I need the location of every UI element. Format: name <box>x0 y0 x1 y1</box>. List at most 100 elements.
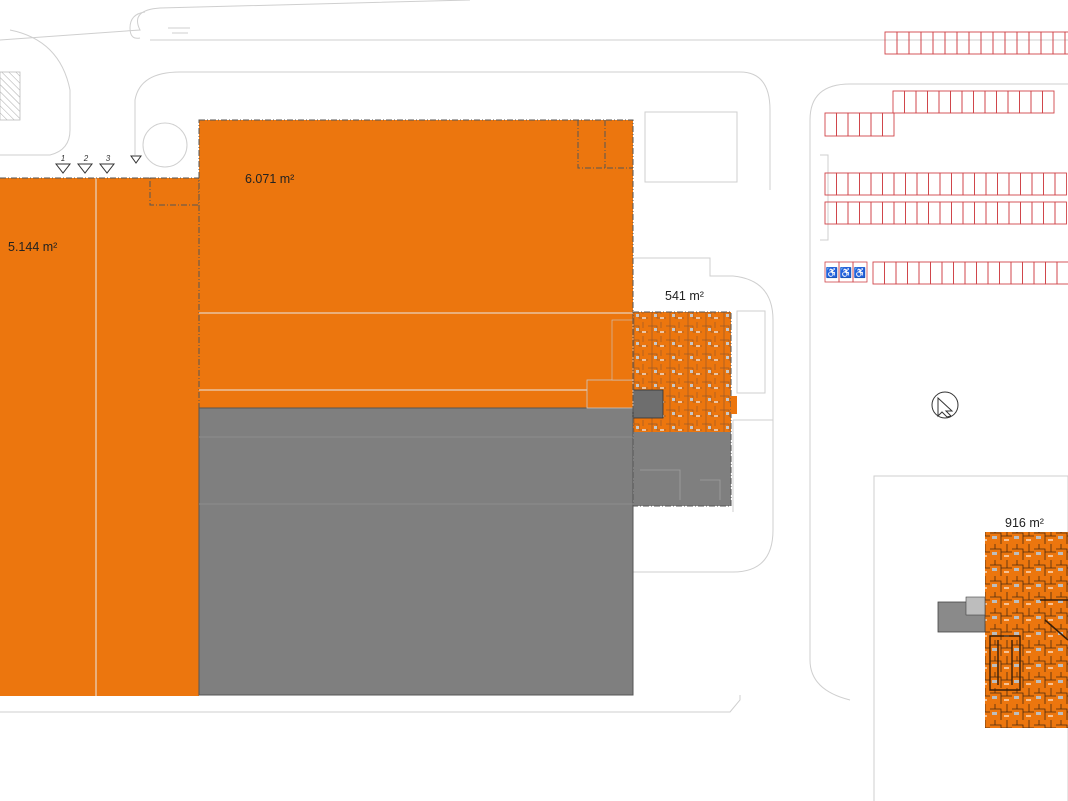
parking-stall <box>1054 172 1067 196</box>
parking-stall <box>918 261 931 285</box>
parking-stall <box>976 261 989 285</box>
parking-stall <box>961 90 974 114</box>
area-label-hall-north: 6.071 m² <box>245 172 294 186</box>
parking-stall <box>956 31 970 55</box>
parking-stall <box>1008 201 1021 225</box>
dock-number: 3 <box>106 154 111 163</box>
hall-south <box>198 407 634 696</box>
parking-stall <box>1064 31 1068 55</box>
parking-stall <box>928 172 941 196</box>
parking-stall <box>1004 31 1018 55</box>
hall-west <box>0 177 200 696</box>
parking-stall <box>1045 261 1058 285</box>
parking-stall <box>859 112 872 137</box>
parking-stall <box>836 201 849 225</box>
parking-stall <box>1031 201 1044 225</box>
parking-stall <box>999 261 1012 285</box>
loading-docks: 1 2 3 <box>54 154 142 174</box>
parking-stall <box>872 261 885 285</box>
dock-1-icon <box>54 163 72 174</box>
parking-stall <box>884 261 897 285</box>
parking-stall <box>974 172 987 196</box>
parking-stall <box>882 201 895 225</box>
parking-stall <box>870 201 883 225</box>
parking-stall <box>847 201 860 225</box>
parking-stall <box>950 90 963 114</box>
parking-stall <box>1052 31 1066 55</box>
parking-stall <box>904 90 917 114</box>
dock-2-icon <box>76 163 94 174</box>
wheelchair-icon: ♿ <box>840 266 852 279</box>
hall-north <box>198 119 634 409</box>
parking-stall <box>1040 31 1054 55</box>
dock-3-icon <box>98 163 116 174</box>
parking-stall <box>859 201 872 225</box>
parking-stall <box>824 172 837 196</box>
parking-stall <box>987 261 1000 285</box>
parking-stall <box>882 112 895 137</box>
office-annex <box>586 311 737 507</box>
wheelchair-icon: ♿ <box>854 266 866 279</box>
parking-stall <box>938 90 951 114</box>
office-building <box>937 532 1068 728</box>
parking-stall <box>1030 90 1043 114</box>
parking-stall <box>984 90 997 114</box>
parking-stall <box>962 201 975 225</box>
parking-stall <box>1042 90 1055 114</box>
parking-stall <box>944 31 958 55</box>
dock-unnumbered-icon <box>130 155 142 164</box>
area-label-office-annex: 541 m² <box>665 289 704 303</box>
parking-stall <box>992 31 1006 55</box>
accessible-parking: ♿ ♿ ♿ <box>824 261 868 283</box>
dock-number: 1 <box>61 154 65 163</box>
parking-stall <box>939 201 952 225</box>
parking-stall <box>932 31 946 55</box>
parking-stall <box>824 201 837 225</box>
parking-stall <box>908 31 922 55</box>
parking-stall <box>928 201 941 225</box>
parking-stall <box>1031 172 1044 196</box>
parking-stall <box>893 172 906 196</box>
parking-stall <box>847 112 860 137</box>
parking-stall <box>870 112 883 137</box>
parking-stall <box>905 172 918 196</box>
parking-stall <box>1010 261 1023 285</box>
parking-stall <box>951 172 964 196</box>
parking-stall <box>1022 261 1035 285</box>
parking-stall <box>927 90 940 114</box>
parking-stall <box>962 172 975 196</box>
parking-stall <box>920 31 934 55</box>
area-label-hall-west: 5.144 m² <box>8 240 57 254</box>
parking-stall <box>916 172 929 196</box>
parking-stall <box>1054 201 1067 225</box>
parking-stall <box>1020 201 1033 225</box>
parking-stall <box>884 31 898 55</box>
dock-number: 2 <box>83 154 89 163</box>
parking-stall <box>882 172 895 196</box>
parking-stall <box>1028 31 1042 55</box>
parking-stall <box>996 90 1009 114</box>
parking-stall <box>915 90 928 114</box>
north-arrow-icon <box>931 391 959 419</box>
parking-stall <box>895 261 908 285</box>
parking-stall <box>951 201 964 225</box>
parking-stall <box>1033 261 1046 285</box>
parking-stall <box>836 172 849 196</box>
parking-stall <box>916 201 929 225</box>
parking-stall <box>896 31 910 55</box>
parking-stall <box>939 172 952 196</box>
parking-stall <box>974 201 987 225</box>
parking-stall <box>953 261 966 285</box>
parking-stall <box>973 90 986 114</box>
parking-stall <box>824 112 837 137</box>
parking-stall <box>859 172 872 196</box>
parking-stall <box>980 31 994 55</box>
parking-stall <box>985 172 998 196</box>
parking-stall <box>1019 90 1032 114</box>
parking-stall <box>1056 261 1068 285</box>
parking-stall <box>941 261 954 285</box>
parking-stall <box>997 201 1010 225</box>
parking-stall <box>892 90 905 114</box>
